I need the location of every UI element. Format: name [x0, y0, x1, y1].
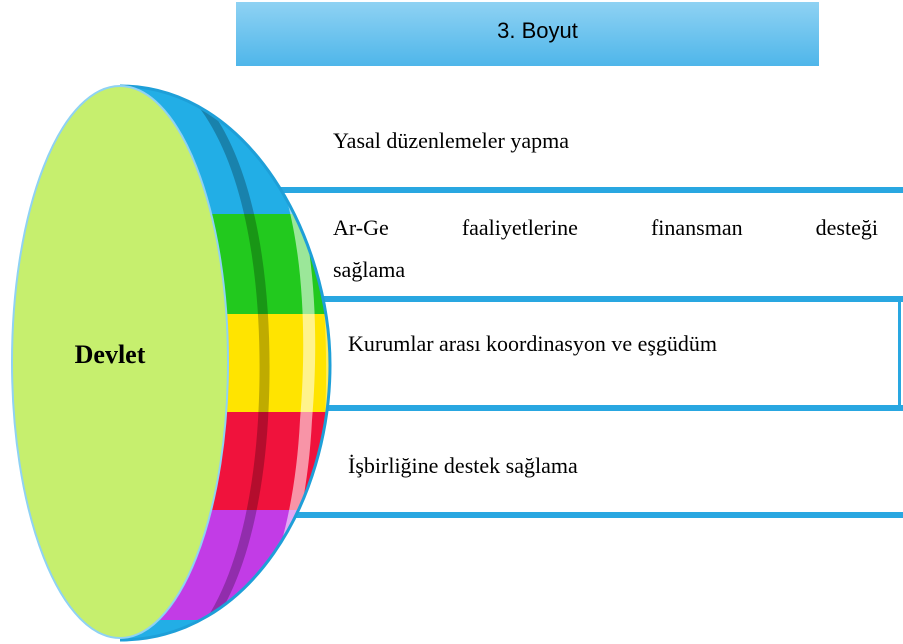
word: faaliyetlerine — [461, 215, 578, 240]
word: Ar-Ge — [333, 215, 389, 240]
disk-rim-edge — [119, 84, 332, 642]
item-frame-right — [898, 302, 901, 405]
item-rnd-funding-line1: Ar-Ge faaliyetlerine finansman desteği — [333, 207, 878, 249]
disk-face — [11, 85, 229, 639]
item-coordination: Kurumlar arası koordinasyon ve eşgüdüm — [348, 331, 718, 356]
rule-3 — [300, 405, 903, 411]
item-rnd-funding-line2: sağlama — [333, 257, 406, 282]
item-rnd-funding: Ar-Ge faaliyetlerine finansman desteği s… — [333, 207, 878, 291]
header-box — [236, 2, 819, 66]
rule-1 — [265, 187, 903, 193]
item-cooperation-support: İşbirliğine destek sağlama — [348, 453, 578, 478]
center-label: Devlet — [74, 340, 146, 369]
rule-2 — [300, 296, 903, 302]
header-title: 3. Boyut — [497, 18, 578, 43]
rule-4 — [270, 512, 903, 518]
word: desteği — [815, 215, 878, 240]
word: finansman — [650, 215, 743, 240]
item-legal-regulations: Yasal düzenlemeler yapma — [333, 128, 570, 153]
item-rules — [265, 187, 903, 518]
